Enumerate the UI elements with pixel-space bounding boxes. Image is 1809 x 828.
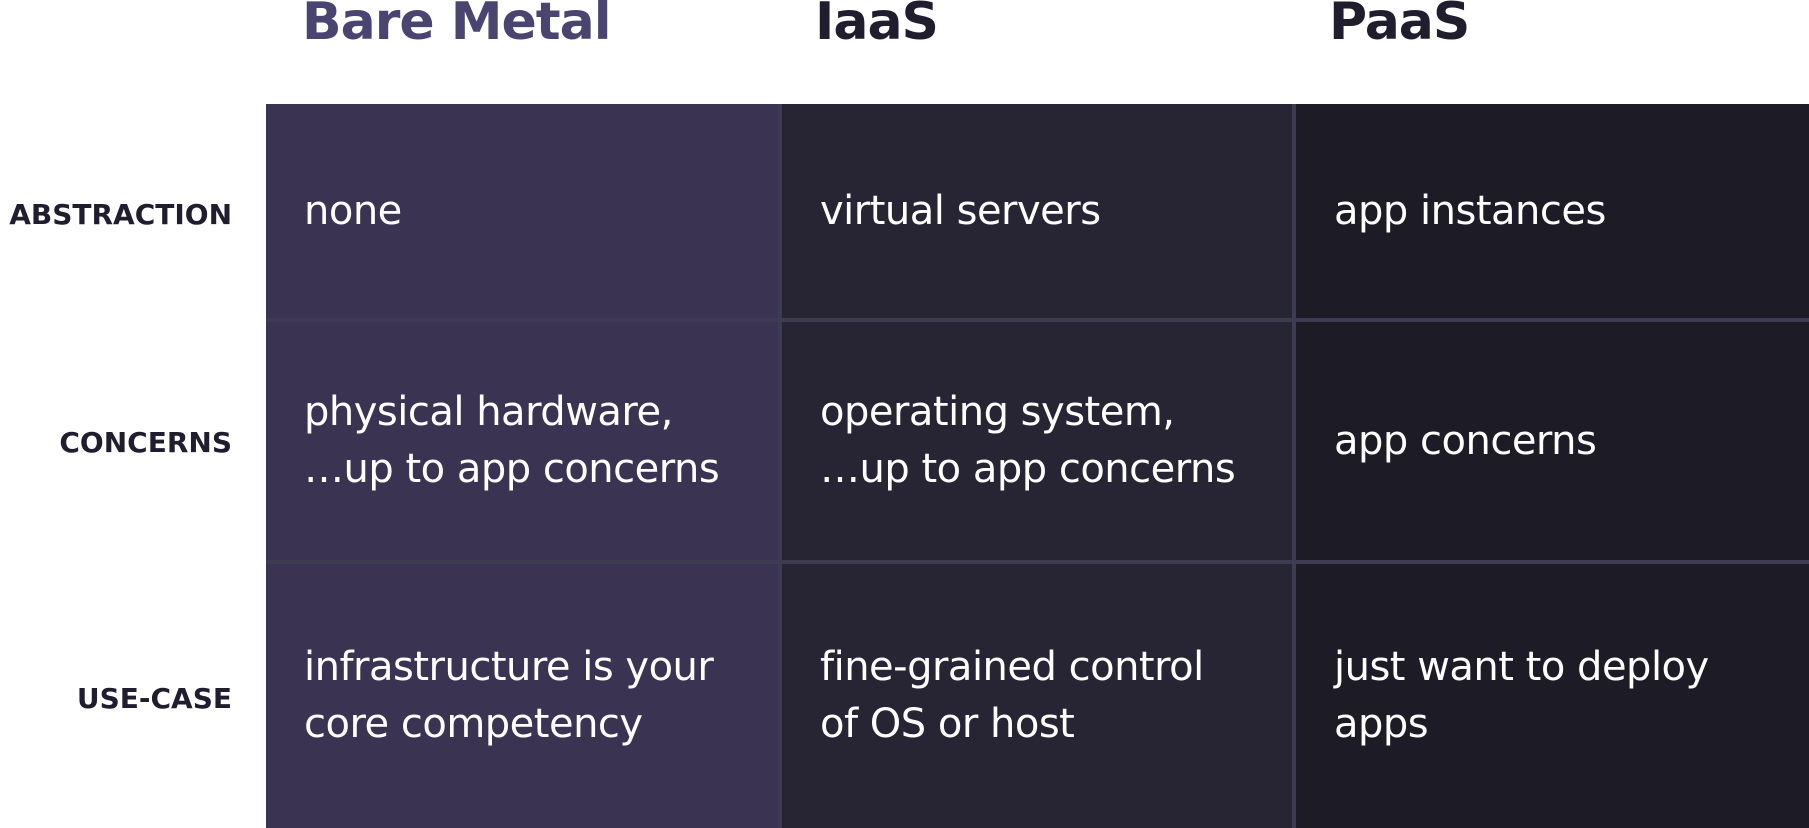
- row-label-use-case: USE-CASE: [76, 682, 232, 715]
- cell-concerns-iaas: operating system, …up to app concerns: [782, 322, 1292, 560]
- cell-text: virtual servers: [820, 187, 1101, 234]
- cell-text: app concerns: [1334, 417, 1597, 464]
- cell-text: infrastructure is your core competency: [304, 644, 714, 747]
- cell-abstraction-bare-metal: none: [266, 104, 778, 318]
- cell-use-case-paas: just want to deploy apps: [1296, 564, 1809, 828]
- row-label-abstraction: ABSTRACTION: [9, 198, 232, 231]
- cell-text: app instances: [1334, 187, 1606, 234]
- cell-text: physical hardware, …up to app concerns: [304, 389, 720, 492]
- cell-use-case-bare-metal: infrastructure is your core competency: [266, 564, 778, 828]
- cell-abstraction-iaas: virtual servers: [782, 104, 1292, 318]
- column-header-iaas: IaaS: [815, 0, 939, 52]
- cell-use-case-iaas: fine-grained control of OS or host: [782, 564, 1292, 828]
- cell-text: just want to deploy apps: [1334, 644, 1709, 747]
- cell-text: none: [304, 187, 402, 234]
- cell-text: operating system, …up to app concerns: [820, 389, 1236, 492]
- column-header-bare-metal: Bare Metal: [302, 0, 612, 52]
- cell-text: fine-grained control of OS or host: [820, 644, 1204, 747]
- column-header-paas: PaaS: [1329, 0, 1470, 52]
- row-label-concerns: CONCERNS: [59, 426, 232, 459]
- comparison-grid: none virtual servers app instances physi…: [266, 104, 1809, 828]
- cell-concerns-bare-metal: physical hardware, …up to app concerns: [266, 322, 778, 560]
- cell-abstraction-paas: app instances: [1296, 104, 1809, 318]
- cell-concerns-paas: app concerns: [1296, 322, 1809, 560]
